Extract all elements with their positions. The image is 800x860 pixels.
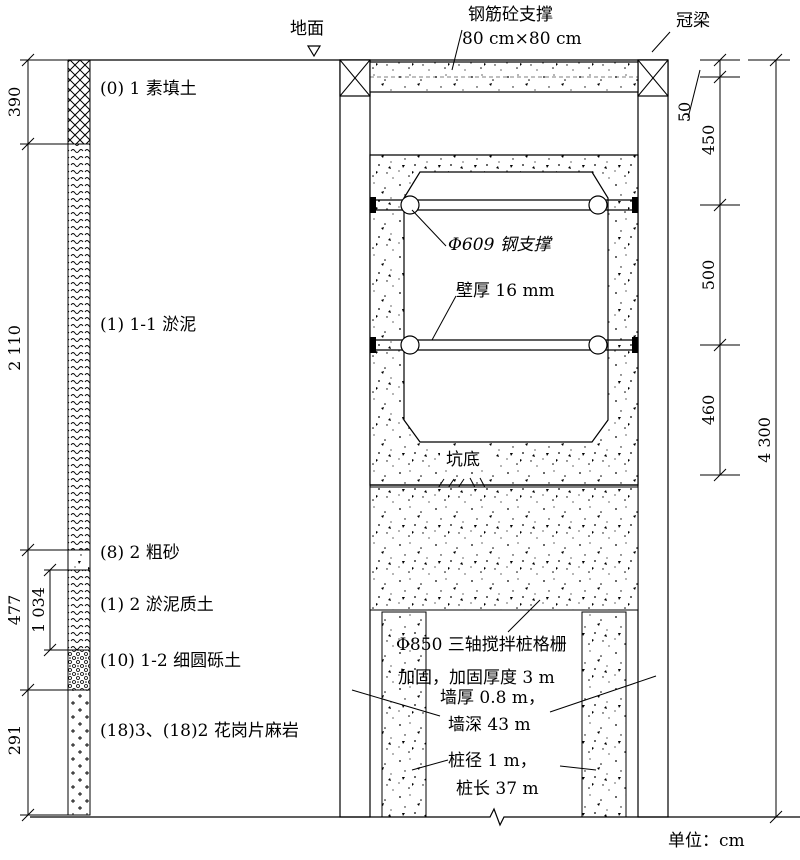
wall-thick-label-bg	[452, 278, 580, 302]
right-diaphragm-wall	[637, 59, 669, 818]
left-diaphragm-wall	[339, 59, 371, 818]
pile-diameter-label: 桩径 1 m，	[448, 751, 537, 771]
soil-column	[67, 59, 91, 816]
wall-leader-left	[351, 689, 441, 717]
steel-strut-leader-lower	[431, 295, 457, 341]
left-pile	[381, 611, 427, 818]
concrete-strut-label: 钢筋砼支撑	[468, 5, 553, 25]
dim-2110: 2 110	[5, 325, 24, 371]
layer-label-granite: (18)3、(18)2 花岗片麻岩	[100, 721, 299, 741]
dim-390: 390	[5, 87, 24, 118]
dim-460: 460	[699, 395, 718, 426]
layer-label-silt: (1) 1-1 淤泥	[100, 315, 196, 335]
wall-depth-label: 墙深 43 m	[448, 715, 531, 735]
layer-label-coarse-sand: (8) 2 粗砂	[100, 543, 180, 563]
layer-label-fill: (0) 1 素填土	[100, 79, 197, 99]
dim-1034: 1 034	[29, 587, 48, 633]
wall-leader-right	[549, 675, 657, 713]
gravel-layer	[67, 649, 91, 691]
grid-reinforce-label-2: 加固，加固厚度 3 m	[398, 668, 555, 688]
strut-wall-thickness-label: 壁厚 16 mm	[456, 281, 555, 301]
crown-beam-right	[637, 59, 669, 97]
coarse-sand-layer	[67, 549, 91, 571]
right-dimension-lines	[687, 53, 790, 824]
dim-291: 291	[5, 725, 24, 756]
steel-strut-upper	[370, 195, 638, 215]
pit-bottom-label-bg	[440, 446, 496, 470]
crown-beam-leader	[651, 31, 671, 53]
crown-beam-left	[339, 59, 371, 97]
pile-leader-left	[411, 759, 449, 771]
grid-reinforce-label-1: Φ850 三轴搅拌桩格栅	[396, 635, 567, 655]
silty-clay-layer	[67, 569, 91, 651]
left-dimension-line	[20, 53, 68, 822]
dim-50: 50	[675, 102, 694, 122]
lower-annotations: Φ850 三轴搅拌桩格栅 加固，加固厚度 3 m 墙厚 0.8 m， 墙深 43…	[351, 599, 657, 799]
layer-label-silty-clay: (1) 2 淤泥质土	[100, 595, 214, 615]
granite-layer	[67, 689, 91, 816]
concrete-strut-size: 80 cm×80 cm	[462, 29, 582, 49]
dim-450: 450	[699, 125, 718, 156]
grid-reinforce-leader	[507, 599, 541, 633]
base-line	[30, 807, 800, 827]
steel-strut-label: Φ609 钢支撑	[448, 235, 553, 255]
unit-label: 单位：cm	[668, 831, 745, 851]
pile-leader-right	[559, 765, 597, 771]
steel-strut-label-bg	[444, 232, 584, 256]
right-pile	[581, 611, 627, 818]
ground-marker-icon	[306, 45, 322, 61]
crown-beam-label: 冠梁	[676, 11, 710, 31]
dim-477: 477	[5, 595, 24, 626]
steel-strut-lower	[370, 335, 638, 355]
steel-strut-leader-upper	[411, 209, 447, 247]
fill-soil-layer	[67, 59, 91, 145]
pit-bottom-label: 坑底	[446, 450, 480, 470]
pile-length-label: 桩长 37 m	[456, 779, 539, 799]
inner-lining	[369, 154, 639, 486]
grid-reinforcement-zone	[369, 486, 639, 611]
silt-layer	[67, 143, 91, 551]
layer-label-gravel: (10) 1-2 细圆砾土	[100, 651, 241, 671]
dim-500: 500	[699, 260, 718, 291]
dim-4300: 4 300	[755, 417, 774, 463]
ground-label: 地面	[290, 19, 324, 39]
concrete-strut-leader	[451, 29, 463, 71]
wall-thickness-label: 墙厚 0.8 m，	[440, 688, 545, 708]
